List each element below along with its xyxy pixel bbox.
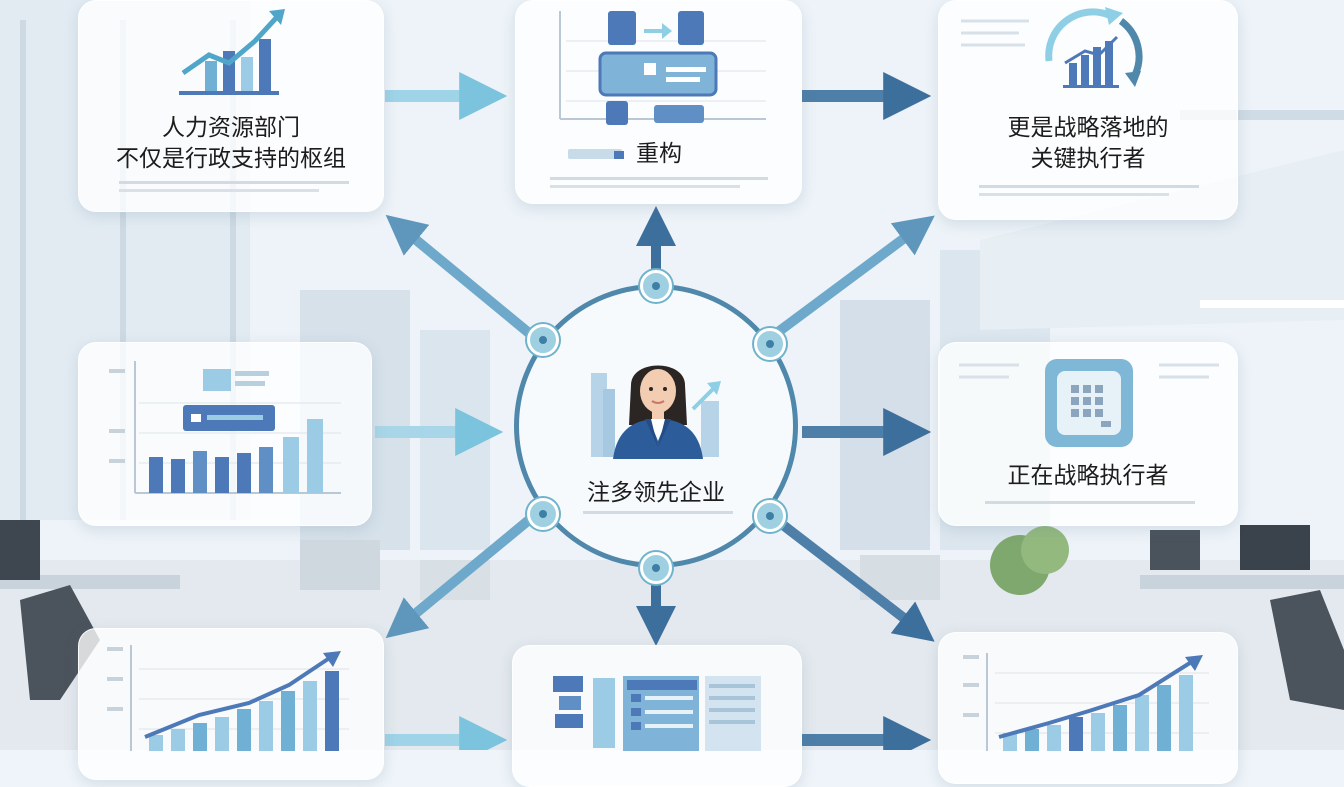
growth-chart-icon <box>179 9 285 95</box>
placeholder-text-lines <box>979 185 1199 188</box>
growth-chart-icon <box>963 653 1209 751</box>
placeholder-bar <box>568 149 622 159</box>
connector-arrows <box>375 72 935 750</box>
person-avatar-icon <box>591 365 721 459</box>
placeholder-text-lines <box>550 185 740 188</box>
central-hub: 注多领先企业 <box>514 284 798 568</box>
card-top-left-line1: 人力资源部门 <box>162 115 300 141</box>
arrow-hub-to-bottom-left <box>385 511 539 639</box>
bar-chart-icon <box>109 361 341 494</box>
card-middle-right-line1: 正在战略执行者 <box>1007 463 1169 489</box>
card-top-center: 重构 <box>515 0 802 204</box>
card-bottom-right <box>938 632 1238 784</box>
card-top-right: 更是战略落地的 关键执行者 <box>938 0 1238 220</box>
node-bottom <box>640 552 672 584</box>
card-top-right-line1: 更是战略落地的 <box>1007 115 1169 141</box>
placeholder-text-lines <box>583 511 733 514</box>
card-middle-left <box>78 342 372 526</box>
arrow-hub-to-top-right <box>767 215 935 343</box>
placeholder-text-lines <box>985 501 1195 504</box>
placeholder-text-lines <box>119 189 319 192</box>
growth-chart-icon <box>107 645 349 751</box>
card-top-center-line1: 重构 <box>636 141 682 167</box>
placeholder-text-lines <box>550 177 768 180</box>
process-flow-icon <box>559 11 766 125</box>
placeholder-text-lines <box>119 181 349 184</box>
calculator-icon <box>959 359 1219 447</box>
card-top-right-line2: 关键执行者 <box>1030 146 1146 172</box>
node-upper-left <box>527 324 559 356</box>
placeholder-bar-accent <box>614 151 624 159</box>
arrow-hub-to-bottom-right <box>766 511 935 642</box>
node-lower-left <box>527 498 559 530</box>
cycle-chart-icon <box>961 7 1143 88</box>
node-lower-right <box>754 500 786 532</box>
card-bottom-left <box>78 628 384 780</box>
card-top-left-line2: 不仅是行政支持的枢组 <box>116 146 346 172</box>
hub-label: 注多领先企业 <box>587 480 725 506</box>
node-upper-right <box>754 328 786 360</box>
card-bottom-center <box>512 645 802 787</box>
placeholder-text-lines <box>979 193 1169 196</box>
node-top <box>640 270 672 302</box>
data-table-icon <box>553 676 761 751</box>
card-top-left: 人力资源部门 不仅是行政支持的枢组 <box>78 0 384 212</box>
card-middle-right: 正在战略执行者 <box>938 342 1238 526</box>
arrow-hub-to-top-left <box>385 214 539 342</box>
